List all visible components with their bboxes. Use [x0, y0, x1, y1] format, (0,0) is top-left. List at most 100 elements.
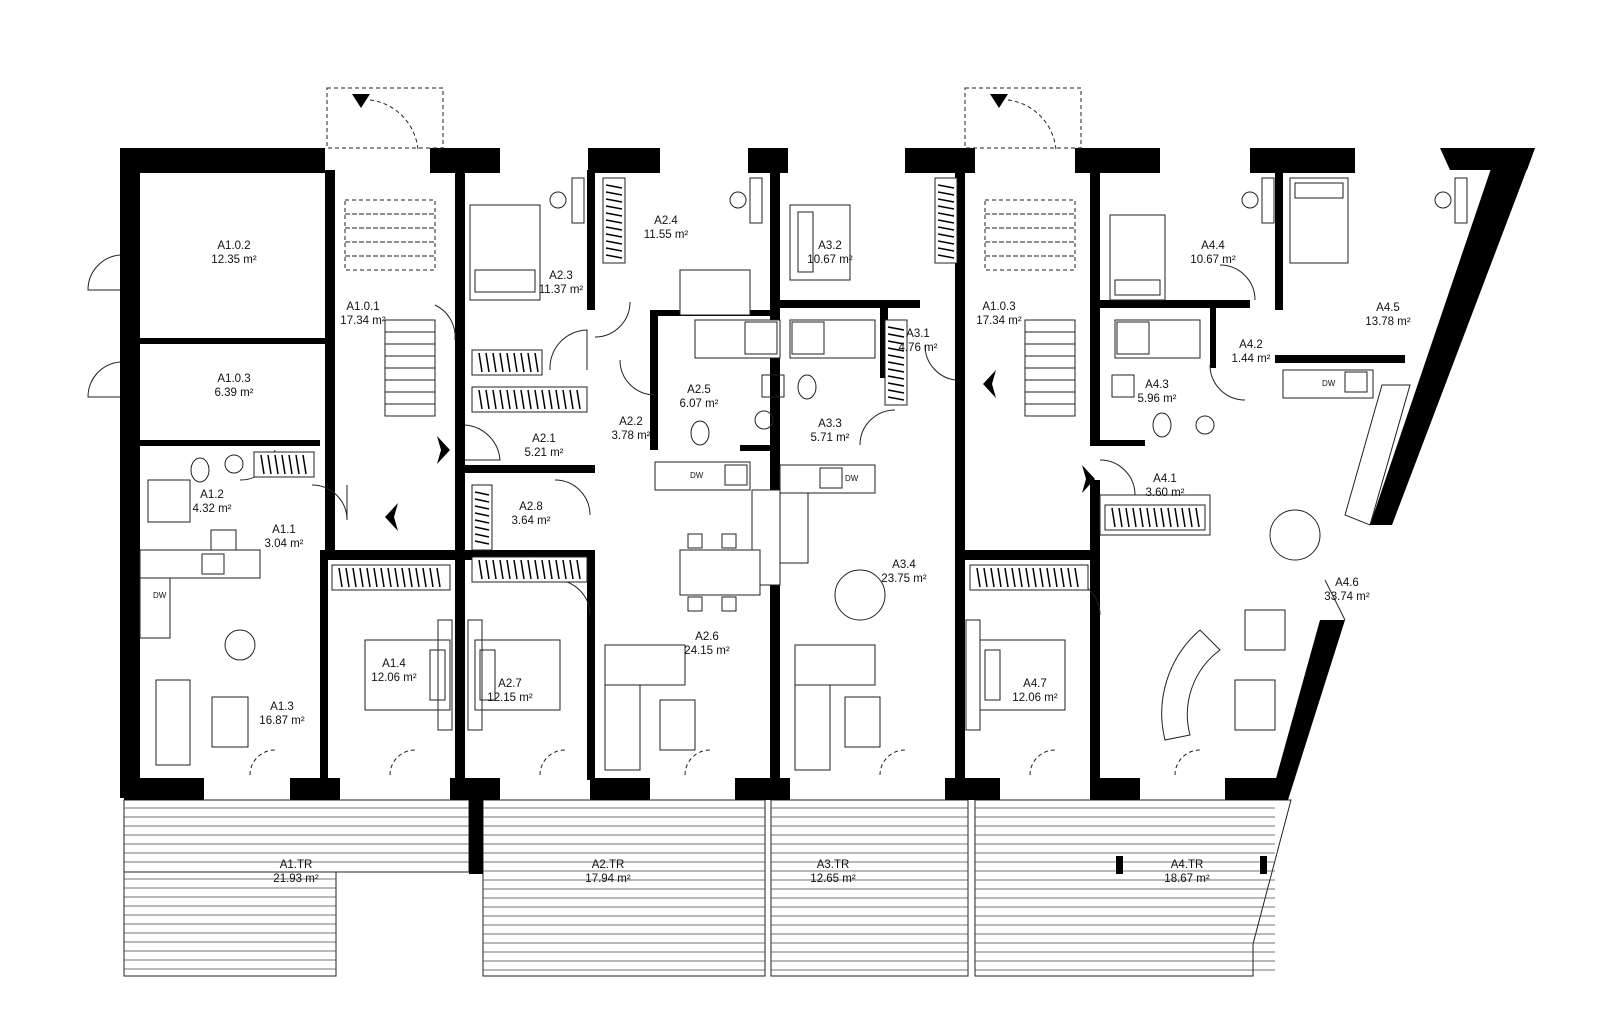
terrace-a3-decking — [770, 799, 969, 977]
room-code: A2.3 — [549, 270, 573, 282]
terraces — [123, 799, 1292, 977]
room-code: A3.4 — [892, 559, 916, 571]
room-code: A1.0.3 — [982, 301, 1015, 313]
stair-tread — [1024, 331, 1076, 345]
room-code: A1.0.1 — [346, 301, 379, 313]
room-code: A3.2 — [818, 240, 842, 252]
desks — [549, 177, 1468, 224]
stair-tread — [344, 199, 436, 215]
room-area: 1.44 m² — [1232, 353, 1271, 365]
doors[interactable] — [87, 254, 1346, 776]
stair-tread — [1024, 391, 1076, 405]
staircase-a4 — [984, 199, 1076, 417]
stair-tread — [384, 355, 436, 369]
bathroom-fixtures — [147, 319, 1215, 551]
room-area: 3.60 m² — [1146, 487, 1185, 499]
stair-tread — [344, 213, 436, 229]
room-code: A4.3 — [1145, 379, 1169, 391]
room-area: 13.78 m² — [1365, 316, 1411, 328]
room-area: 11.37 m² — [539, 284, 584, 296]
arrow-left-icon — [385, 503, 398, 531]
dishwasher-label: DW — [690, 471, 704, 480]
stair-tread — [344, 227, 436, 243]
room-code: A2.7 — [498, 678, 522, 690]
room-area: 10.67 m² — [1190, 254, 1236, 266]
room-area: 6.07 m² — [680, 398, 719, 410]
stair-tread — [384, 391, 436, 405]
chair-icon — [1241, 191, 1259, 209]
room-code: A4.TR — [1171, 859, 1204, 871]
room-code: A2.6 — [695, 631, 719, 643]
room-code: A4.5 — [1376, 302, 1400, 314]
room-code: A1.0.2 — [217, 240, 250, 252]
stair-tread — [984, 227, 1076, 243]
room-area: 3.64 m² — [512, 515, 551, 527]
kitchens: DW DW DW DW — [139, 369, 1411, 639]
room-area: 33.74 m² — [1324, 591, 1370, 603]
entrance-arrow-icon — [352, 94, 370, 108]
room-code: A2.2 — [619, 416, 643, 428]
stair-tread — [984, 199, 1076, 215]
room-code: A1.2 — [200, 489, 224, 501]
room-code: A3.1 — [906, 328, 930, 340]
stair-tread — [384, 343, 436, 357]
room-area: 16.87 m² — [259, 715, 305, 727]
room-code: A4.2 — [1239, 339, 1263, 351]
room-area: 5.71 m² — [811, 432, 850, 444]
exterior-walls — [120, 148, 1535, 800]
room-area: 17.94 m² — [585, 873, 631, 885]
room-code: A4.4 — [1201, 240, 1225, 252]
room-area: 12.06 m² — [1012, 692, 1058, 704]
dishwasher-label: DW — [153, 591, 167, 600]
terrace-a2-decking — [482, 799, 766, 977]
room-area: 11.55 m² — [644, 229, 689, 241]
room-code: A4.7 — [1023, 678, 1047, 690]
room-code: A1.1 — [272, 524, 296, 536]
room-area: 3.04 m² — [265, 538, 304, 550]
room-code: A3.3 — [818, 418, 842, 430]
room-code: A4.6 — [1335, 577, 1359, 589]
room-area: 17.34 m² — [976, 315, 1022, 327]
entry-arrows — [385, 370, 1095, 531]
dishwasher-label: DW — [845, 474, 859, 483]
terrace-post — [1116, 856, 1123, 874]
stair-tread — [344, 255, 436, 271]
room-area: 17.34 m² — [340, 315, 386, 327]
room-area: 4.76 m² — [899, 342, 938, 354]
room-code: A1.3 — [270, 701, 294, 713]
chair-icon — [729, 191, 747, 209]
room-code: A4.1 — [1153, 473, 1177, 485]
room-code: A2.5 — [687, 384, 711, 396]
room-code: A2.4 — [654, 215, 678, 227]
stair-tread — [1024, 343, 1076, 357]
room-code: A2.8 — [519, 501, 543, 513]
terrace-a1-decking — [123, 799, 470, 977]
chair-icon — [549, 191, 567, 209]
stair-tread — [384, 379, 436, 393]
room-area: 10.67 m² — [807, 254, 853, 266]
stair-tread — [1024, 319, 1076, 333]
room-area: 12.06 m² — [371, 672, 417, 684]
room-code: A1.0.3 — [217, 373, 250, 385]
stair-tread — [1024, 367, 1076, 381]
entrance-arrow-icon — [990, 94, 1008, 108]
staircase-a1 — [344, 199, 436, 417]
room-area: 5.21 m² — [525, 447, 564, 459]
room-code: A3.TR — [817, 859, 850, 871]
wardrobes — [253, 177, 1206, 591]
stair-tread — [984, 255, 1076, 271]
living-furniture — [155, 609, 1286, 771]
room-area: 4.32 m² — [193, 503, 232, 515]
stair-tread — [1024, 403, 1076, 417]
stair-tread — [384, 319, 436, 333]
terrace-divider-wall — [469, 800, 483, 874]
stair-tread — [984, 241, 1076, 257]
stair-tread — [384, 331, 436, 345]
terrace-post — [1260, 856, 1267, 874]
room-area: 12.15 m² — [487, 692, 533, 704]
room-code: A1.4 — [382, 658, 406, 670]
stair-tread — [384, 403, 436, 417]
room-area: 6.39 m² — [215, 387, 254, 399]
